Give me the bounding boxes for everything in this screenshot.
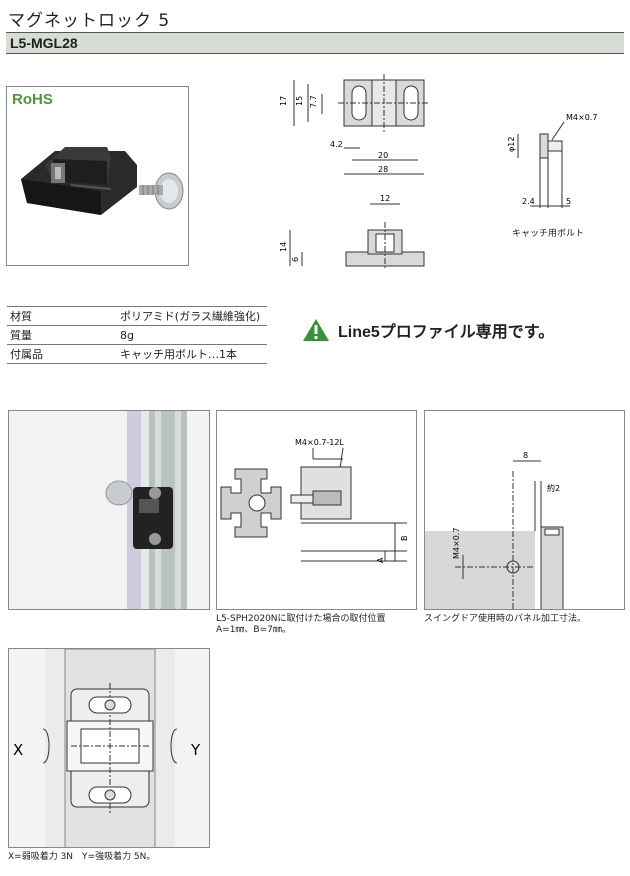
bolt-caption: キャッチ用ボルト	[512, 229, 585, 239]
spec-row: 付属品 キャッチ用ボルト…1本	[7, 344, 267, 364]
force-diagram-box: X Y	[8, 648, 210, 848]
warning-icon	[303, 319, 329, 341]
mount-caption-line2: A=1㎜、B=7㎜。	[216, 625, 291, 635]
mount-caption-line1: L5-SPH2020Nに取付けた場合の取付位置	[216, 614, 386, 624]
dim-28: 28	[378, 165, 388, 174]
spec-value: 8g	[117, 325, 267, 345]
page-title: マグネットロック 5	[8, 11, 171, 31]
installed-photo	[8, 410, 210, 610]
dim-4-2: 4.2	[330, 140, 343, 149]
bolt-thread: M4×0.7	[566, 113, 597, 122]
product-photo	[21, 147, 184, 215]
panel-drawing: 8 約2 M4×0.7	[425, 451, 564, 609]
spec-key: 質量	[7, 325, 117, 345]
force-diagram: X Y	[9, 649, 209, 847]
dim-a: A	[376, 557, 385, 563]
dim-17: 17	[279, 96, 288, 106]
top-view-drawing: 17 15 7.7 4.2 20 28	[279, 74, 430, 175]
spec-row: 材質 ポリアミド(ガラス繊維強化)	[7, 306, 267, 326]
dim-b: B	[400, 536, 409, 542]
bolt-dim-2-4: 2.4	[522, 197, 535, 206]
notice: Line5プロファイル専用です。	[302, 318, 554, 342]
spec-key: 付属品	[7, 344, 117, 364]
product-code-bar: L5-MGL28	[6, 32, 624, 54]
force-y-label: Y	[190, 741, 201, 759]
dim-8: 8	[523, 451, 528, 460]
bolt-drawing: M4×0.7 φ12 2.4 5	[507, 113, 597, 208]
dim-7-7: 7.7	[309, 95, 318, 108]
dim-2: 約2	[547, 483, 560, 493]
dim-15: 15	[295, 96, 304, 106]
panel-drawing-box: 8 約2 M4×0.7	[424, 410, 625, 610]
dim-20: 20	[378, 151, 388, 160]
dim-6: 6	[291, 257, 300, 262]
front-view-drawing: 12 14 6	[279, 194, 425, 270]
spec-row: 質量 8g	[7, 325, 267, 345]
force-caption: X=弱吸着力 3N Y=強吸着力 5N。	[8, 852, 156, 862]
dim-thread: M4×0.7	[452, 528, 461, 559]
panel-caption: スイングドア使用時のパネル加工寸法。	[424, 614, 587, 624]
rohs-badge: RoHS	[12, 91, 53, 108]
force-x-label: X	[13, 741, 23, 759]
dim-14: 14	[279, 242, 288, 252]
spec-value: キャッチ用ボルト…1本	[117, 344, 267, 364]
bolt-dim-5: 5	[566, 197, 571, 206]
dim-12: 12	[380, 194, 390, 203]
mount-bolt-label: M4×0.7-12L	[295, 438, 344, 447]
product-code: L5-MGL28	[10, 35, 78, 51]
mount-caption: L5-SPH2020Nに取付けた場合の取付位置 A=1㎜、B=7㎜。	[216, 614, 386, 636]
product-photo-box	[6, 86, 189, 266]
bolt-diameter: φ12	[507, 137, 516, 152]
spec-key: 材質	[7, 306, 117, 326]
spec-table: 材質 ポリアミド(ガラス繊維強化) 質量 8g 付属品 キャッチ用ボルト…1本	[7, 306, 267, 364]
mount-drawing: M4×0.7-12L B A	[220, 438, 409, 563]
installed-photo-image	[9, 411, 209, 609]
spec-value: ポリアミド(ガラス繊維強化)	[117, 306, 267, 326]
notice-text: Line5プロファイル専用です。	[338, 324, 555, 341]
mount-drawing-box: M4×0.7-12L B A	[216, 410, 417, 610]
